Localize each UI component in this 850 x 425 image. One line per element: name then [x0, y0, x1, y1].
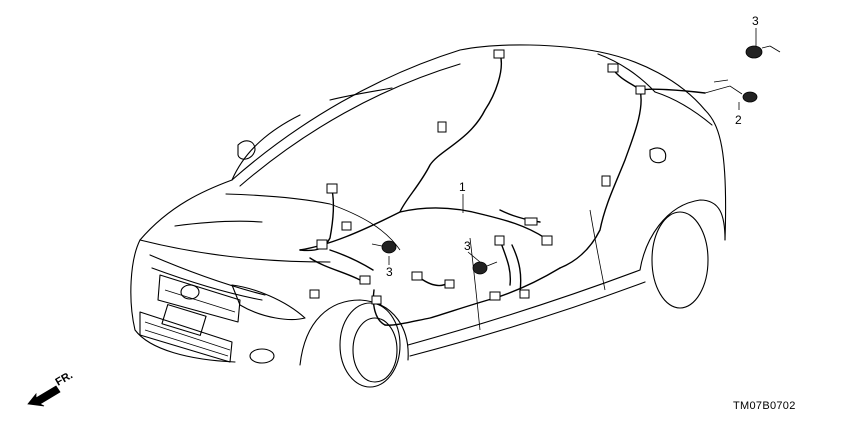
grommet-floor-part	[472, 261, 498, 275]
grommet-front-part	[371, 240, 397, 254]
callout-2-rear-clip: 2	[735, 113, 742, 127]
callout-3-front-grommet: 3	[386, 265, 393, 279]
callout-3-floor-grommet: 3	[464, 239, 471, 253]
clip-part	[704, 79, 758, 103]
callout-1-main-harness: 1	[459, 180, 466, 194]
callout-leaders	[388, 28, 757, 265]
main-wire-harness	[299, 53, 706, 326]
harness-connectors	[309, 49, 646, 305]
diagram-code: TM07B0702	[733, 400, 796, 412]
grommet-rear-part	[745, 45, 781, 59]
front-direction-indicator: FR.	[27, 369, 75, 407]
car-body-outline	[130, 44, 727, 388]
arrow-left-down-icon	[27, 385, 61, 407]
callout-3-rear-grommet: 3	[752, 14, 759, 28]
front-direction-label: FR.	[54, 369, 75, 388]
